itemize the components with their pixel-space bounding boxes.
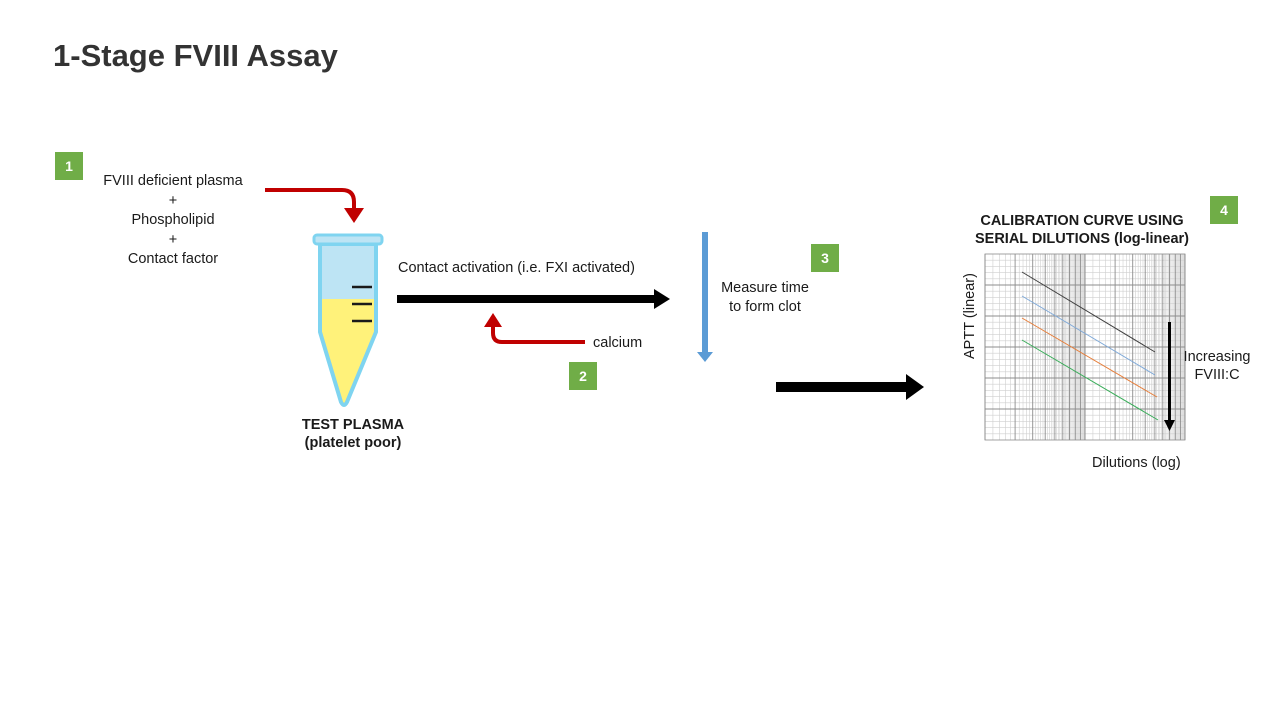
x-axis-label: Dilutions (log) xyxy=(1092,455,1181,471)
calibration-line2: SERIAL DILUTIONS (log-linear) xyxy=(974,231,1190,247)
black-arrow-calibration-icon xyxy=(776,374,924,400)
measure-label: Measure time to form clot xyxy=(704,279,826,317)
measure-line1: Measure time xyxy=(721,280,809,296)
black-arrow-contact-icon xyxy=(397,289,670,309)
test-tube-icon xyxy=(312,233,384,407)
increasing-label: Increasing FVIII:C xyxy=(1172,348,1262,384)
step-3-badge: 3 xyxy=(811,244,839,272)
red-arrow-calcium-icon xyxy=(484,313,585,344)
reagents-list: FVIII deficient plasma + Phospholipid + … xyxy=(88,172,258,270)
plus-sign: + xyxy=(168,231,178,248)
step-4-badge: 4 xyxy=(1210,196,1238,224)
calcium-label: calcium xyxy=(593,335,643,351)
reagent-phospholipid: Phospholipid xyxy=(131,212,215,228)
page-title: 1-Stage FVIII Assay xyxy=(53,38,338,73)
test-plasma-label: TEST PLASMA (platelet poor) xyxy=(270,416,436,452)
blue-arrow-measure-icon xyxy=(697,232,713,362)
increasing-line1: Increasing xyxy=(1183,349,1251,365)
reagent-contact-factor: Contact factor xyxy=(127,251,219,267)
y-axis-label: APTT (linear) xyxy=(962,273,978,359)
test-plasma-line1: TEST PLASMA xyxy=(301,417,405,433)
reagent-deficient-plasma: FVIII deficient plasma xyxy=(103,173,243,189)
measure-line2: to form clot xyxy=(729,299,801,315)
red-arrow-reagents-icon xyxy=(265,188,364,223)
plus-sign: + xyxy=(168,192,178,209)
step-1-badge: 1 xyxy=(55,152,83,180)
contact-activation-label: Contact activation (i.e. FXI activated) xyxy=(398,260,635,276)
increasing-arrow-icon xyxy=(1164,322,1175,431)
calibration-graph-icon xyxy=(984,253,1186,441)
step-2-badge: 2 xyxy=(569,362,597,390)
calibration-title: CALIBRATION CURVE USING SERIAL DILUTIONS… xyxy=(942,212,1222,248)
test-plasma-line2: (platelet poor) xyxy=(304,435,402,451)
calibration-line1: CALIBRATION CURVE USING xyxy=(980,213,1184,229)
increasing-line2: FVIII:C xyxy=(1194,367,1240,383)
